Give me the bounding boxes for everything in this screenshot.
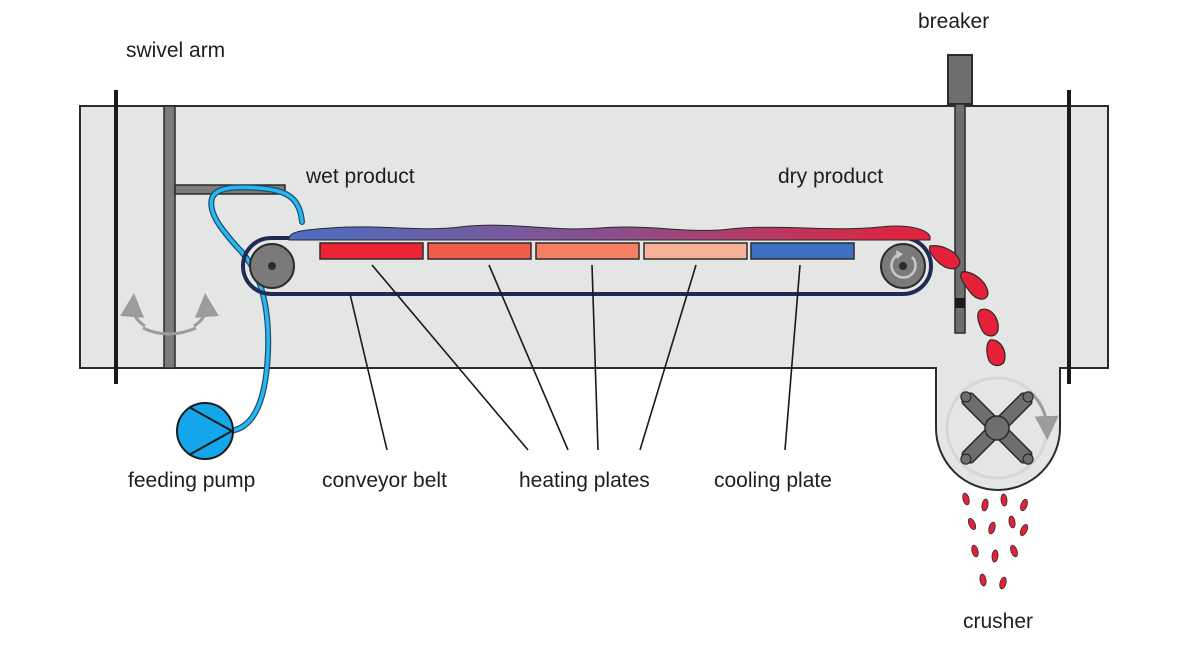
crushed-granules	[962, 492, 1029, 590]
leader-line	[488, 264, 569, 451]
cooling-plate	[750, 242, 855, 260]
leader-line	[784, 264, 801, 451]
feeding-pump-icon	[176, 402, 234, 460]
label-conveyor-belt: conveyor belt	[322, 469, 447, 492]
label-cooling-plate: cooling plate	[714, 469, 832, 492]
product-layer	[288, 224, 931, 241]
crusher-rotor	[960, 391, 1034, 465]
label-feeding-pump: feeding pump	[128, 469, 255, 492]
label-heating-plates: heating plates	[519, 469, 650, 492]
leader-line	[371, 264, 529, 451]
label-breaker: breaker	[918, 10, 989, 33]
heating-plate-2	[427, 242, 532, 260]
swivel-arrow-icon	[120, 293, 146, 328]
label-swivel-arm: swivel arm	[126, 39, 225, 62]
swivel-arrow-icon	[193, 293, 219, 328]
swivel-arm	[163, 105, 176, 369]
leader-line	[639, 264, 697, 451]
label-crusher: crusher	[963, 610, 1033, 633]
rotation-arrow-icon	[890, 252, 917, 279]
label-wet-product: wet product	[305, 165, 415, 188]
feed-line	[209, 185, 304, 433]
dry-product-pieces	[928, 245, 1006, 367]
breaker-head	[947, 54, 973, 105]
heating-plate-3	[535, 242, 640, 260]
heating-plate-4	[643, 242, 748, 260]
breaker-shaft	[954, 103, 966, 334]
leader-line	[591, 264, 599, 451]
leader-line	[349, 293, 388, 451]
heating-plate-1	[319, 242, 424, 260]
label-dry-product: dry product	[778, 165, 883, 188]
